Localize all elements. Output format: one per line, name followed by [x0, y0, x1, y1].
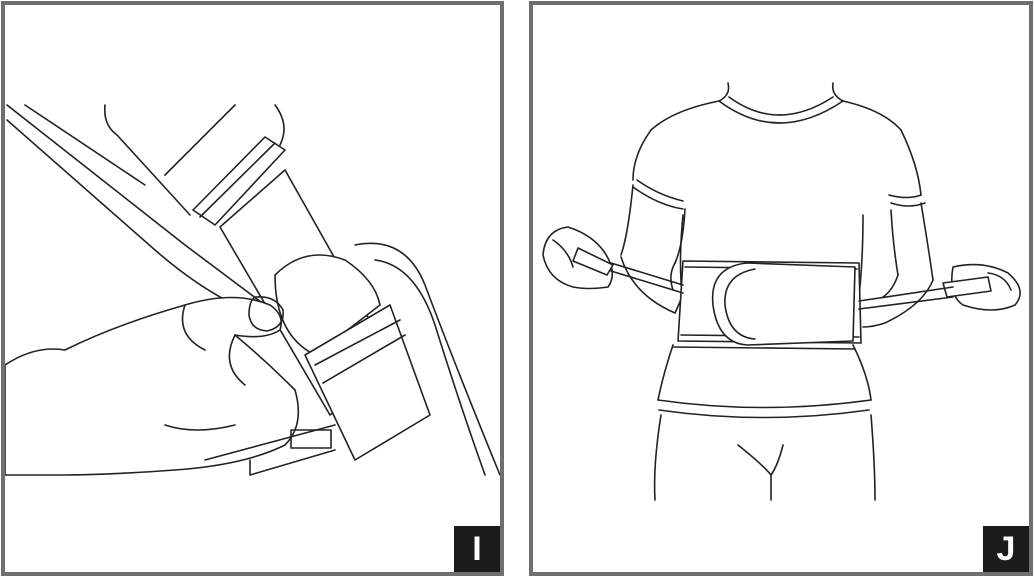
illustration-panel-j: J [529, 1, 1033, 576]
illustration-panel-i: I [1, 1, 504, 576]
person-wearing-back-brace-illustration [542, 82, 1021, 501]
hand-fastening-belt-illustration [5, 104, 500, 476]
panel-label-i: I [454, 526, 500, 572]
panel-label-j: J [983, 526, 1029, 572]
